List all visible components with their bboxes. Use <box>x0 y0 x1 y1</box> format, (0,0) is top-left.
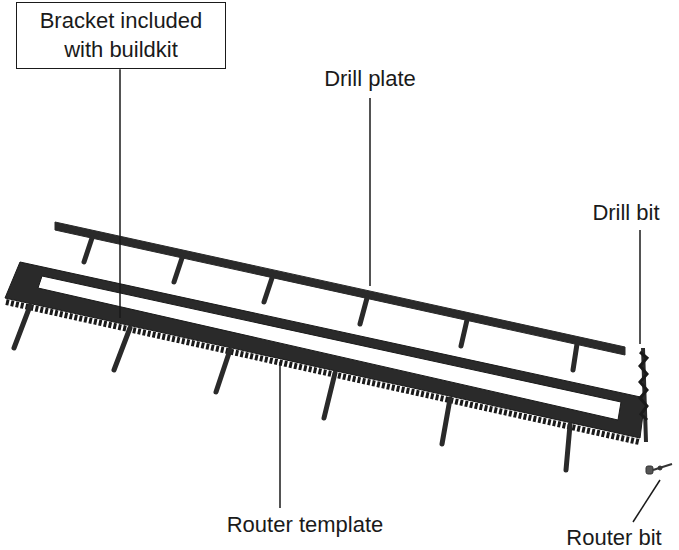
part-label: Router bit <box>564 525 663 550</box>
part-label: Router template <box>225 512 386 538</box>
part-label: Drill bit <box>590 200 661 226</box>
router-template <box>5 262 645 470</box>
leader-line <box>639 230 641 344</box>
leader-line <box>279 362 281 508</box>
leader-line <box>119 69 121 318</box>
router-bit <box>646 464 672 474</box>
drill-bit <box>640 348 647 442</box>
callout-text: Bracket included with buildkit <box>25 7 217 64</box>
part-label: Drill plate <box>322 66 418 92</box>
leader-line <box>633 480 660 522</box>
leader-lines <box>120 69 660 522</box>
leader-line <box>369 98 371 286</box>
callout-box: Bracket included with buildkit <box>16 2 226 69</box>
